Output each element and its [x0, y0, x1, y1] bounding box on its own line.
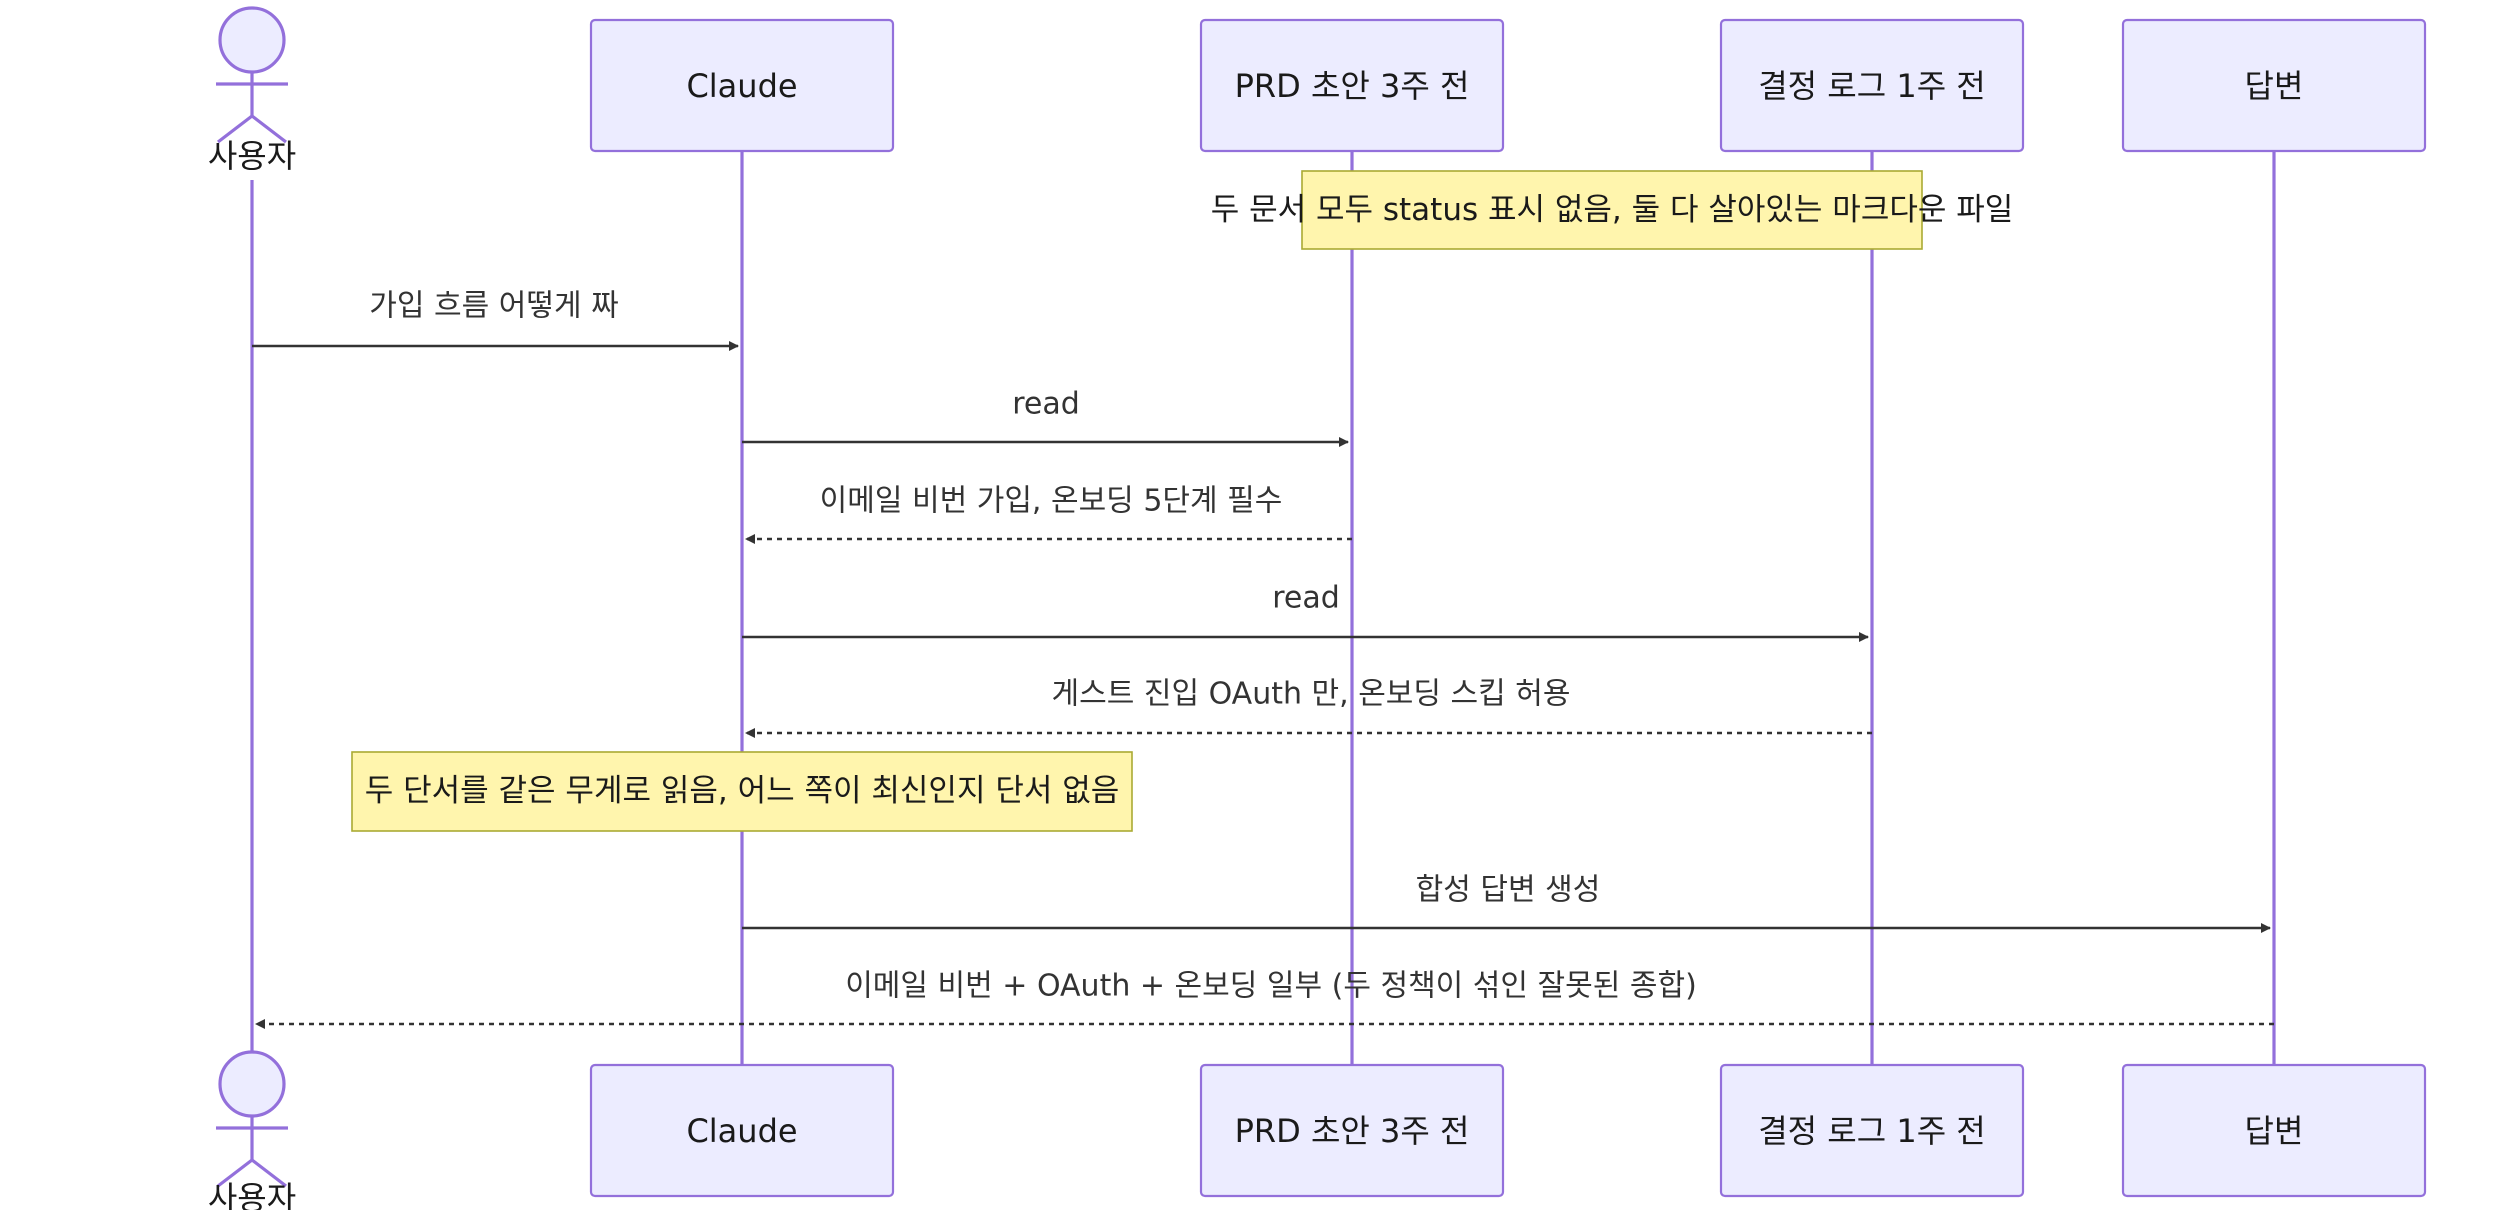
- message-label: 이메일 비번 + OAuth + 온보딩 일부 (두 정책이 섞인 잘못된 종합…: [845, 969, 1697, 1004]
- participant-prd-label: PRD 초안 3주 전: [1235, 1112, 1470, 1150]
- messages-lower: 합성 답변 생성 이메일 비번 + OAuth + 온보딩 일부 (두 정책이 …: [255, 873, 2274, 1029]
- note-weight: 두 단서를 같은 무게로 읽음, 어느 쪽이 최신인지 단서 없음: [351, 751, 1133, 832]
- actor-user-top: 사용자: [208, 6, 296, 175]
- participant-prd-label: PRD 초안 3주 전: [1235, 67, 1470, 105]
- lifelines: [250, 150, 2276, 1066]
- participant-prd-top: PRD 초안 3주 전: [1199, 18, 1505, 153]
- note-documents: 두 문서 모두 status 표시 없음, 둘 다 살아있는 마크다운 파일: [1211, 170, 2014, 250]
- participant-answer-label: 답변: [2245, 1112, 2304, 1150]
- message-label: read: [1012, 387, 1080, 422]
- note-weight-text: 두 단서를 같은 무게로 읽음, 어느 쪽이 최신인지 단서 없음: [365, 773, 1120, 809]
- actor-user-label: 사용자: [208, 137, 296, 175]
- actor-user-bottom: 사용자: [208, 1050, 296, 1210]
- participant-answer-label: 답변: [2245, 67, 2304, 105]
- note-documents-text: 두 문서 모두 status 표시 없음, 둘 다 살아있는 마크다운 파일: [1211, 192, 2014, 228]
- message-label: read: [1272, 581, 1340, 616]
- participants-bottom: 사용자 Claude PRD 초안 3주 전 결정 로그 1주 전 답변: [208, 1050, 2427, 1210]
- participant-answer-top: 답변: [2121, 18, 2427, 153]
- user-figure-icon: [218, 1050, 286, 1118]
- participant-decision-label: 결정 로그 1주 전: [1758, 67, 1986, 105]
- user-figure-icon: [218, 6, 286, 74]
- participant-claude-label: Claude: [686, 67, 797, 105]
- messages: 가입 흐름 어떻게 짜 read 이메일 비번 가입, 온보딩 5단계 필수 r…: [252, 289, 1872, 738]
- participants-top: 사용자 Claude PRD 초안 3주 전 결정 로그 1주 전 답변: [208, 6, 2427, 175]
- participant-claude-top: Claude: [589, 18, 895, 153]
- participant-decision-bottom: 결정 로그 1주 전: [1719, 1063, 2025, 1198]
- message-label: 합성 답변 생성: [1416, 873, 1601, 908]
- participant-claude-bottom: Claude: [589, 1063, 895, 1198]
- message-label: 가입 흐름 어떻게 짜: [369, 289, 618, 324]
- participant-decision-top: 결정 로그 1주 전: [1719, 18, 2025, 153]
- message-label: 이메일 비번 가입, 온보딩 5단계 필수: [820, 484, 1283, 519]
- message-label: 게스트 진입 OAuth 만, 온보딩 스킵 허용: [1052, 677, 1571, 712]
- participant-claude-label: Claude: [686, 1112, 797, 1150]
- participant-decision-label: 결정 로그 1주 전: [1758, 1112, 1986, 1150]
- participant-answer-bottom: 답변: [2121, 1063, 2427, 1198]
- participant-prd-bottom: PRD 초안 3주 전: [1199, 1063, 1505, 1198]
- actor-user-label: 사용자: [208, 1179, 296, 1210]
